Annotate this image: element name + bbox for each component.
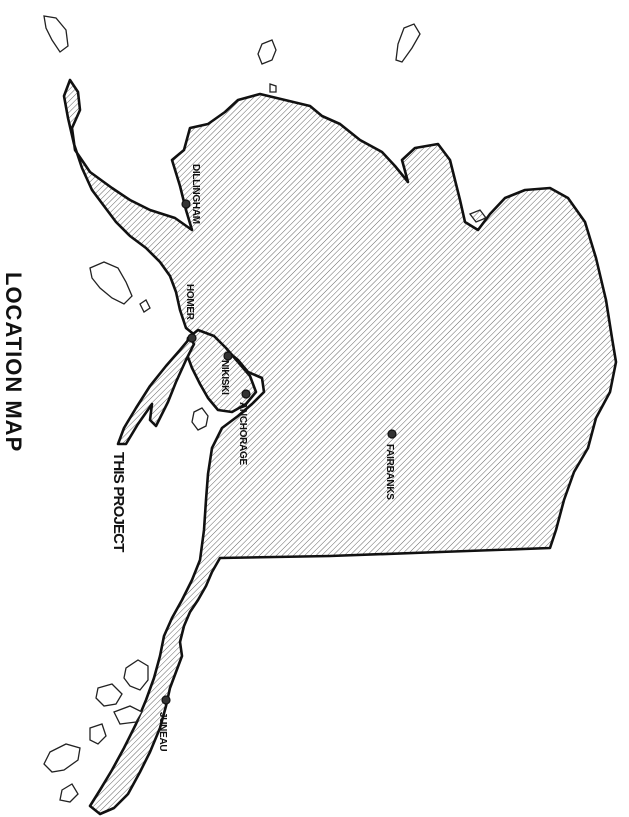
island — [123, 659, 149, 691]
island — [139, 299, 151, 313]
island — [89, 261, 133, 305]
city-dot-dillingham — [181, 199, 191, 209]
project-callout-label: THIS PROJECT — [110, 452, 127, 552]
city-dot-homer — [187, 333, 197, 343]
city-dot-fairbanks — [387, 429, 397, 439]
island — [269, 83, 277, 93]
alaska-landmass — [62, 78, 618, 816]
island — [95, 683, 123, 707]
island — [59, 783, 79, 803]
kenai-peninsula — [184, 328, 258, 414]
city-label-dillingham: DILLINGHAM — [190, 164, 201, 224]
island — [89, 723, 107, 745]
city-dot-nikiski — [223, 351, 233, 361]
island — [468, 209, 488, 223]
island — [113, 705, 143, 725]
island — [395, 23, 421, 63]
city-dot-anchorage — [241, 389, 251, 399]
city-label-homer: HOMER — [184, 284, 195, 321]
city-label-anchorage: ANCHORAGE — [237, 402, 248, 465]
island — [43, 15, 69, 53]
island — [257, 39, 277, 65]
city-label-juneau: JUNEAU — [157, 712, 168, 751]
city-label-nikiski: NIKISKI — [219, 360, 230, 395]
map-title: LOCATION MAP — [1, 272, 26, 452]
island — [43, 743, 81, 773]
city-label-fairbanks: FAIRBANKS — [384, 444, 395, 500]
city-dot-juneau — [161, 695, 171, 705]
project-arrow — [116, 336, 196, 446]
island — [191, 407, 209, 431]
